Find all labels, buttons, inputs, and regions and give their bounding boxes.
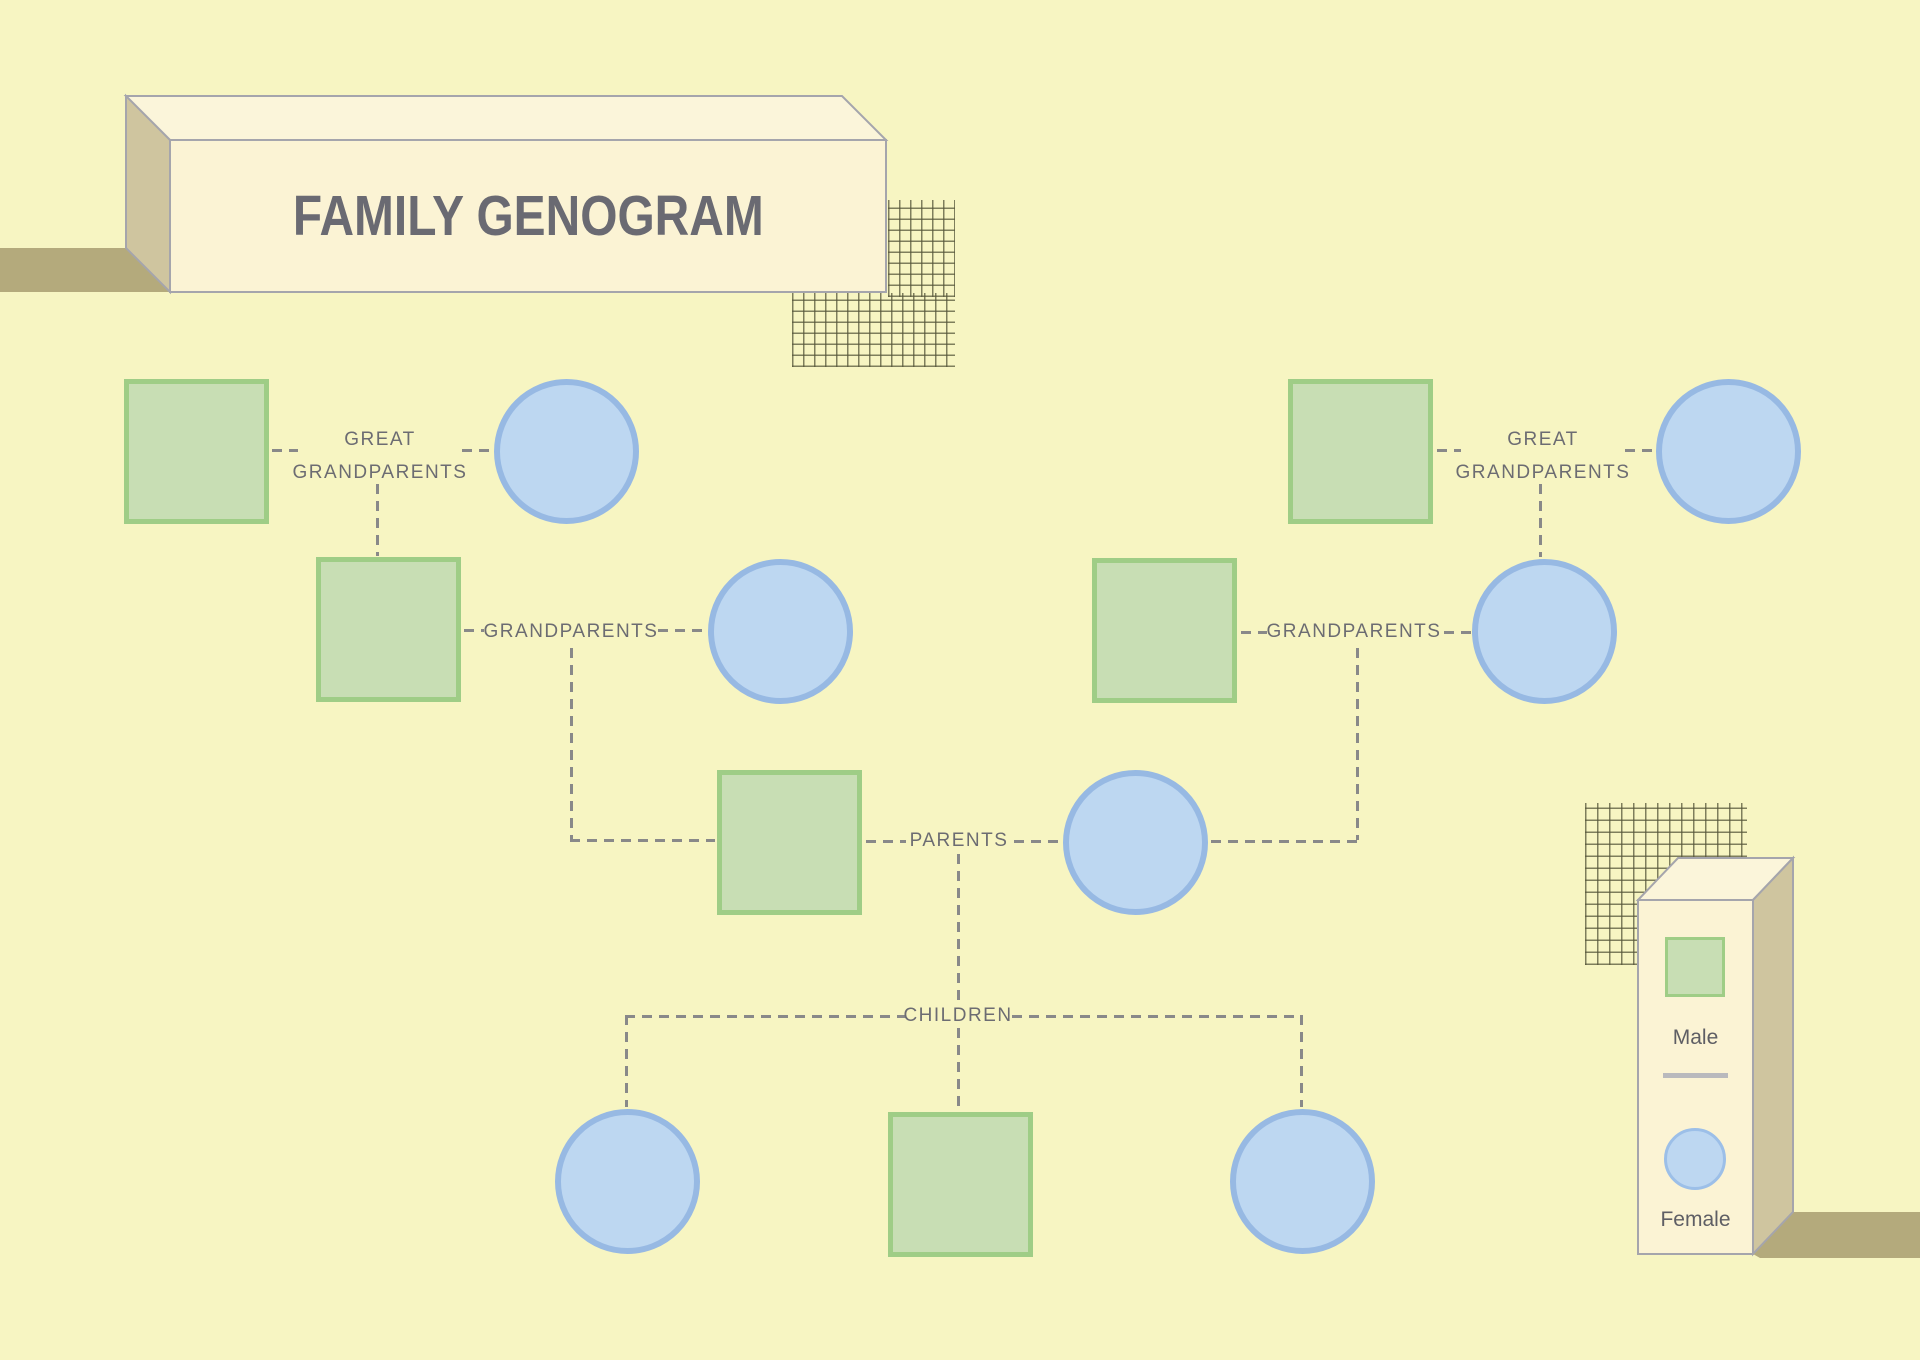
label-grandparents-right[interactable]: GRANDPARENTS bbox=[1266, 621, 1442, 642]
connector bbox=[1539, 484, 1542, 557]
male-square-father[interactable] bbox=[717, 770, 862, 915]
female-circle-daughter-left[interactable] bbox=[555, 1109, 700, 1254]
label-line: GRANDPARENTS bbox=[292, 462, 468, 483]
label-grandparents-left[interactable]: GRANDPARENTS bbox=[483, 621, 659, 642]
hatch-grid-title-right bbox=[888, 200, 955, 297]
hatch-grid-title-bottom bbox=[792, 293, 955, 367]
connector bbox=[1356, 648, 1359, 840]
label-great-grandparents-left[interactable]: GREAT GRANDPARENTS bbox=[270, 423, 490, 489]
female-circle-mother[interactable] bbox=[1063, 770, 1208, 915]
connector bbox=[1444, 631, 1471, 634]
connector bbox=[1012, 1015, 1303, 1018]
legend-divider bbox=[1663, 1073, 1728, 1078]
legend-male-square-icon bbox=[1665, 937, 1725, 997]
male-square-great-grandfather-right[interactable] bbox=[1288, 379, 1433, 524]
male-square-grandfather-right[interactable] bbox=[1092, 558, 1237, 703]
legend-male-label: Male bbox=[1672, 1026, 1719, 1049]
female-circle-great-grandmother-left[interactable] bbox=[494, 379, 639, 524]
label-line: GRANDPARENTS bbox=[1455, 462, 1631, 483]
connector bbox=[625, 1015, 906, 1018]
connector bbox=[1437, 449, 1461, 452]
connector bbox=[272, 449, 298, 452]
connector bbox=[1625, 449, 1654, 452]
label-children[interactable]: CHILDREN bbox=[903, 1005, 1013, 1026]
connector bbox=[658, 629, 706, 632]
connector bbox=[957, 1028, 960, 1110]
legend-female-label: Female bbox=[1660, 1208, 1731, 1231]
connector bbox=[1211, 840, 1358, 843]
female-circle-daughter-right[interactable] bbox=[1230, 1109, 1375, 1254]
connector bbox=[1014, 840, 1061, 843]
male-square-grandfather-left[interactable] bbox=[316, 557, 461, 702]
connector bbox=[866, 840, 906, 843]
label-parents[interactable]: PARENTS bbox=[909, 830, 1009, 851]
title-banner[interactable]: FAMILY GENOGRAM bbox=[170, 140, 886, 292]
connector bbox=[464, 629, 484, 632]
legend-female-circle-icon bbox=[1664, 1128, 1726, 1190]
connector bbox=[376, 484, 379, 556]
page-title: FAMILY GENOGRAM bbox=[292, 184, 764, 248]
connector bbox=[1241, 631, 1267, 634]
male-square-son[interactable] bbox=[888, 1112, 1033, 1257]
connector bbox=[1300, 1015, 1303, 1107]
female-circle-great-grandmother-right[interactable] bbox=[1656, 379, 1801, 524]
connector bbox=[957, 854, 960, 1000]
label-great-grandparents-right[interactable]: GREAT GRANDPARENTS bbox=[1433, 423, 1653, 489]
label-line: GREAT bbox=[344, 429, 416, 450]
label-line: GREAT bbox=[1507, 429, 1579, 450]
male-square-great-grandfather-left[interactable] bbox=[124, 379, 269, 524]
connector bbox=[570, 839, 715, 842]
female-circle-grandmother-right[interactable] bbox=[1472, 559, 1617, 704]
connector bbox=[462, 449, 492, 452]
connector bbox=[570, 648, 573, 840]
connector bbox=[625, 1015, 628, 1107]
female-circle-grandmother-left[interactable] bbox=[708, 559, 853, 704]
